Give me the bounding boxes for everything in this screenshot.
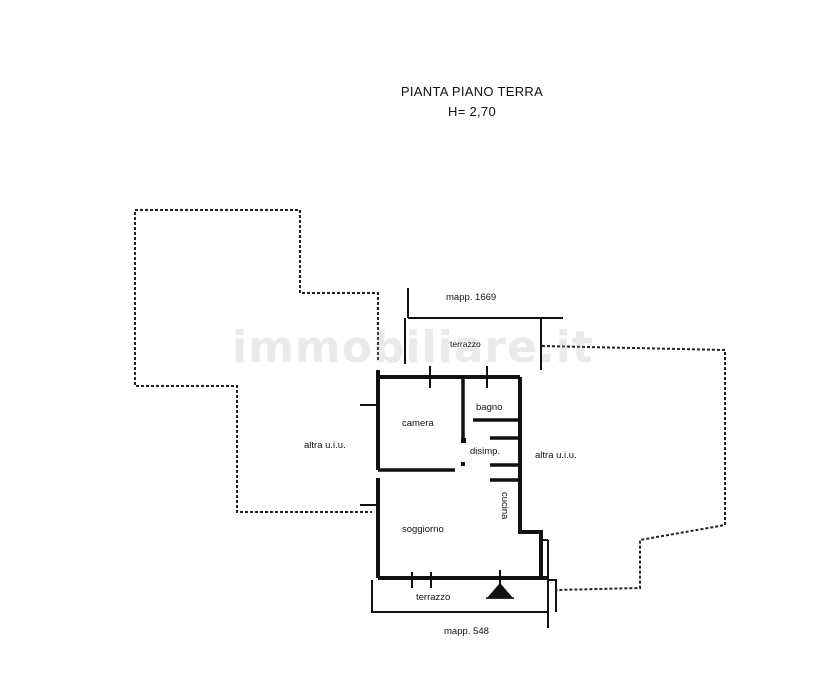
label-terrazzo-top: terrazzo <box>450 339 481 349</box>
neighbor-boundary-right <box>541 345 726 591</box>
label-cucina: cucina <box>499 492 510 520</box>
internal-walls <box>378 377 520 482</box>
plan-title: PIANTA PIANO TERRA <box>400 84 544 99</box>
top-terrace <box>404 318 542 370</box>
label-camera: camera <box>402 418 434 429</box>
label-soggiorno: soggiorno <box>402 524 444 535</box>
terrace-symbol <box>486 582 514 599</box>
label-terrazzo-bottom: terrazzo <box>416 592 451 603</box>
label-disimp: disimp. <box>470 446 501 457</box>
neighbor-boundary-left <box>134 209 379 513</box>
plan-height: H= 2,70 <box>448 104 496 119</box>
upper-parcel-lines <box>407 288 563 319</box>
small-markers <box>461 438 466 466</box>
label-bagno: bagno <box>476 402 503 413</box>
openings <box>360 366 501 592</box>
label-mapp-bottom: mapp. 548 <box>444 626 489 637</box>
right-extension <box>541 539 549 628</box>
label-altra-right: altra u.i.u. <box>535 450 577 461</box>
apartment-walls <box>376 370 548 580</box>
label-mapp-top: mapp. 1669 <box>446 292 497 303</box>
watermark: immobiliare.it <box>232 322 594 373</box>
bottom-terrace <box>371 579 557 613</box>
label-altra-left: altra u.i.u. <box>304 440 346 451</box>
